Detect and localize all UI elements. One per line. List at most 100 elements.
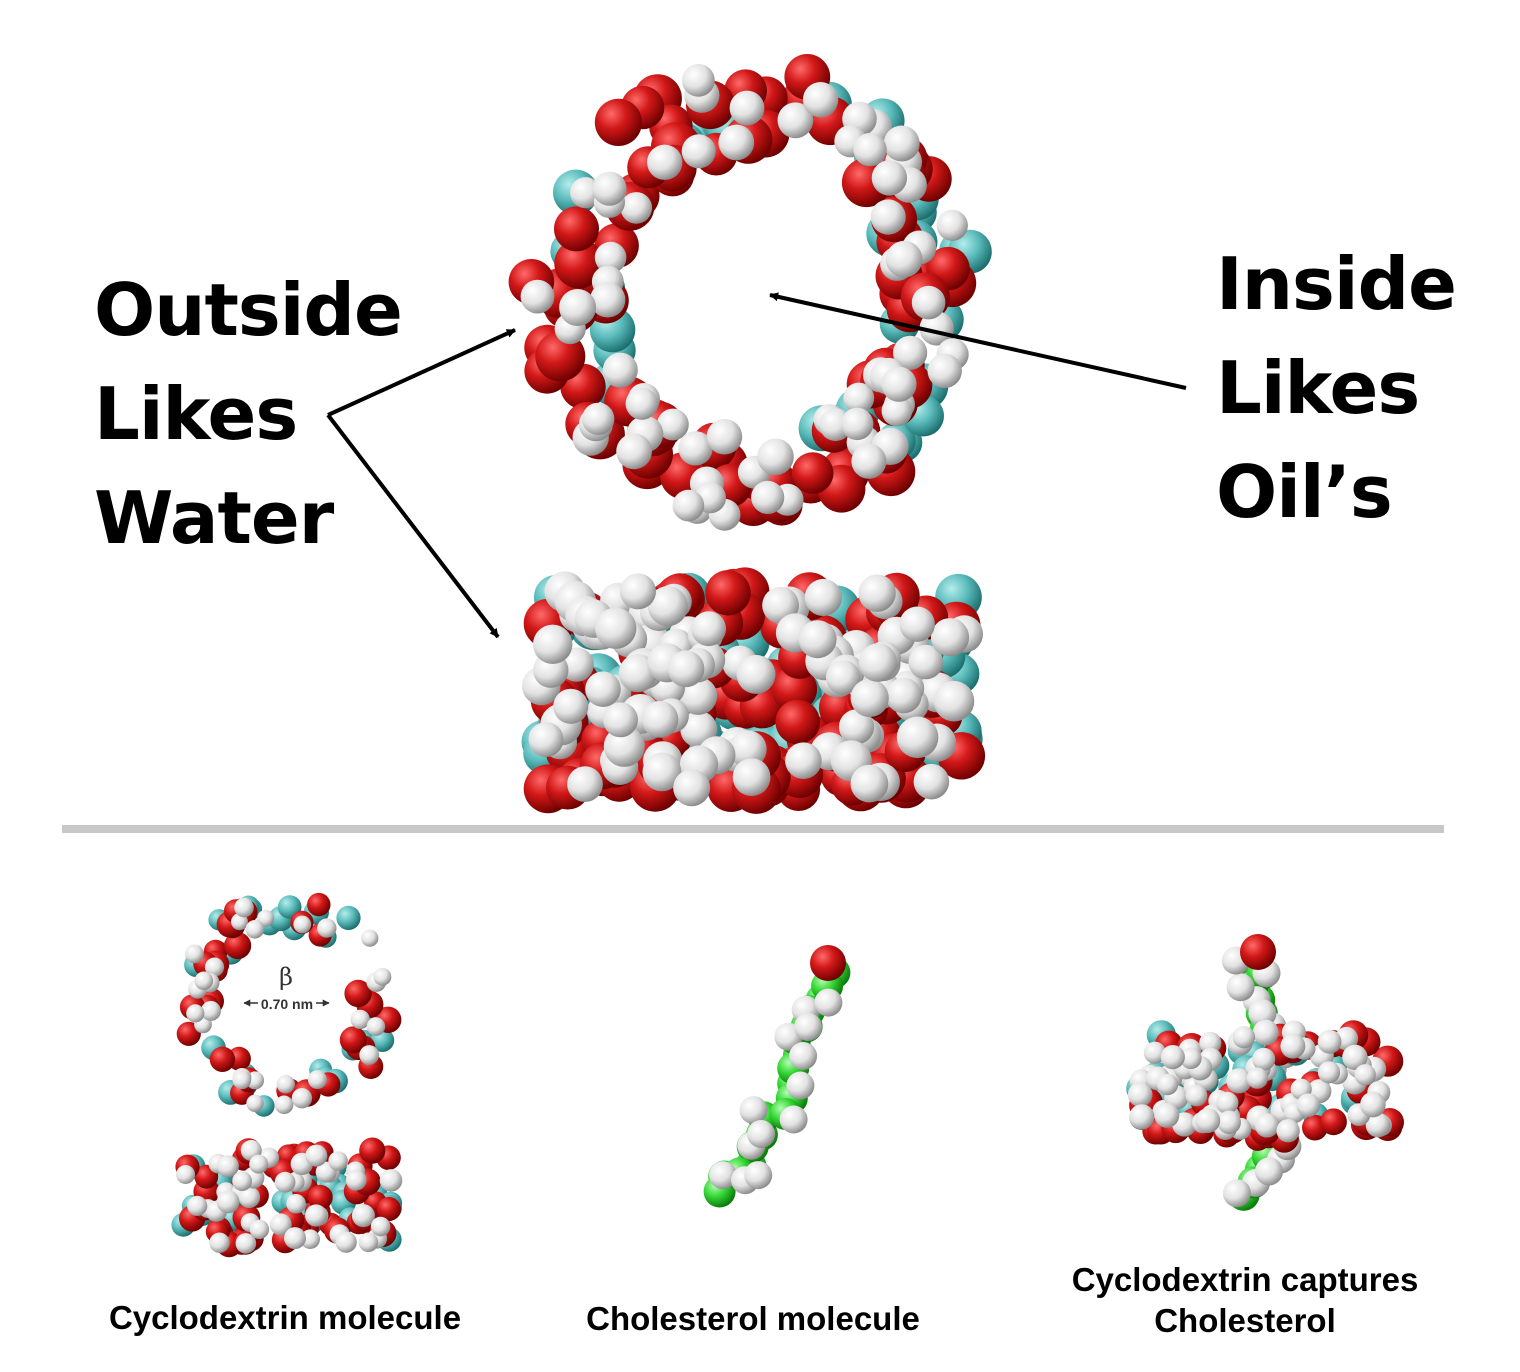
hydrogen-atom bbox=[732, 758, 771, 796]
hydrogen-atom bbox=[1180, 1047, 1202, 1070]
cholesterol-model bbox=[703, 945, 851, 1208]
hydrogen-atom bbox=[1342, 1044, 1368, 1071]
hydrogen-atom bbox=[1216, 1091, 1239, 1115]
hydrogen-atom bbox=[366, 1017, 386, 1036]
small-cyclodextrin-ring bbox=[176, 892, 402, 1117]
oxygen-atom bbox=[1320, 1108, 1347, 1136]
hydrogen-atom bbox=[291, 1088, 313, 1109]
hydrogen-atom bbox=[293, 915, 312, 934]
hydrogen-atom bbox=[883, 125, 920, 162]
hydrogen-atom bbox=[657, 408, 689, 441]
hydrogen-atom bbox=[885, 240, 923, 278]
hydrogen-atom bbox=[209, 1232, 230, 1253]
hydrogen-atom bbox=[1222, 1179, 1251, 1208]
hydrogen-atom bbox=[1360, 1091, 1386, 1118]
hydrogen-atom bbox=[853, 132, 887, 167]
hydrogen-atom bbox=[249, 1219, 270, 1240]
hydrogen-atom bbox=[709, 1161, 737, 1190]
hydrogen-atom bbox=[373, 967, 392, 986]
hydrogen-atom bbox=[936, 209, 968, 241]
hydrogen-atom bbox=[246, 1094, 264, 1113]
hydrogen-atom bbox=[176, 1165, 196, 1184]
hydrogen-atom bbox=[351, 1204, 375, 1228]
hydrogen-atom bbox=[567, 766, 603, 802]
hydrogen-atom bbox=[777, 102, 814, 139]
hydrogen-atom bbox=[1280, 1033, 1306, 1059]
hydrogen-atom bbox=[232, 1070, 252, 1090]
hydrogen-atom bbox=[305, 1144, 328, 1167]
inclusion-complex-model bbox=[1126, 934, 1405, 1211]
hydrogen-atom bbox=[798, 620, 837, 659]
caption-text: Cholesterol bbox=[1154, 1302, 1336, 1339]
hydrogen-atom bbox=[1365, 1112, 1391, 1138]
inside-label-line: Oil’s bbox=[1216, 450, 1393, 534]
hydrogen-atom bbox=[317, 918, 337, 938]
hydrogen-atom bbox=[1252, 1047, 1276, 1071]
hydrogen-atom bbox=[729, 730, 767, 768]
hydrogen-atom bbox=[590, 282, 626, 318]
arrow-to-ring bbox=[327, 328, 516, 417]
hydrogen-atom bbox=[870, 199, 906, 235]
hydrogen-atom bbox=[216, 1155, 239, 1178]
hydrogen-atom bbox=[1160, 1045, 1185, 1070]
hydrogen-atom bbox=[335, 1231, 357, 1253]
beta-symbol: β bbox=[279, 963, 293, 991]
hydrogen-atom bbox=[345, 1169, 367, 1191]
oxygen-atom bbox=[224, 932, 252, 960]
hydrogen-atom bbox=[672, 489, 705, 522]
hydrogen-atom bbox=[899, 606, 935, 642]
outside-arrows bbox=[326, 328, 516, 639]
hydrogen-atom bbox=[1232, 1026, 1256, 1049]
hydrogen-atom bbox=[187, 1195, 208, 1216]
hydrogen-atom bbox=[1143, 1041, 1166, 1064]
hydrogen-atom bbox=[838, 709, 875, 745]
hydrogen-atom bbox=[825, 660, 861, 695]
hydrogen-atom bbox=[361, 929, 379, 947]
hydrogen-atom bbox=[305, 1204, 328, 1227]
cyclodextrin-caption: Cyclodextrin molecule bbox=[60, 1297, 510, 1338]
hydrogen-atom bbox=[885, 677, 922, 714]
hydrogen-atom bbox=[520, 279, 555, 314]
hydrogen-atom bbox=[232, 1171, 253, 1191]
outside-likes-water-label: Outside Likes Water bbox=[94, 258, 403, 570]
hydrogen-atom bbox=[200, 1000, 221, 1021]
hydrogen-atom bbox=[729, 90, 765, 126]
hydrogen-atom bbox=[858, 643, 898, 682]
hydrogen-atom bbox=[358, 1232, 379, 1253]
hydrogen-atom bbox=[1252, 1019, 1279, 1046]
hydrogen-atom bbox=[559, 289, 597, 326]
caption-text: Cyclodextrin captures bbox=[1071, 1261, 1419, 1298]
hydrogen-atom bbox=[641, 700, 679, 738]
section-divider bbox=[62, 825, 1444, 833]
arrow-to-cavity bbox=[769, 292, 1187, 390]
hydrogen-atom bbox=[858, 574, 896, 612]
hydrogen-atom bbox=[185, 944, 204, 964]
hydrogen-atom bbox=[274, 1171, 296, 1193]
hydrogen-atom bbox=[257, 909, 275, 927]
hydrogen-atom bbox=[582, 402, 615, 436]
hydrogen-atom bbox=[533, 624, 573, 664]
hydrogen-atom bbox=[379, 1169, 403, 1192]
hydrogen-atom bbox=[913, 763, 950, 800]
hydrogen-atom bbox=[908, 644, 944, 680]
hydrogen-atom bbox=[881, 395, 913, 427]
hydrogen-atom bbox=[269, 1213, 292, 1236]
hydrogen-atom bbox=[1317, 1061, 1341, 1084]
hydrogen-atom bbox=[786, 1071, 815, 1100]
oxygen-atom bbox=[775, 699, 820, 745]
hydrogen-atom bbox=[802, 82, 839, 118]
hydrogen-atom bbox=[933, 680, 975, 722]
hydrogen-atom bbox=[249, 1154, 269, 1174]
complex-caption: Cyclodextrin captures Cholesterol bbox=[1020, 1259, 1470, 1341]
hydrogen-atom bbox=[785, 742, 822, 779]
oxygen-atom bbox=[344, 979, 372, 1008]
hydrogen-atom bbox=[276, 1075, 295, 1094]
hydrogen-atom bbox=[585, 671, 621, 707]
hydrogen-atom bbox=[841, 407, 874, 441]
oxygen-atom bbox=[359, 1137, 386, 1164]
hydrogen-atom bbox=[881, 366, 917, 402]
outside-label-line: Outside bbox=[94, 268, 403, 352]
hydrogen-atom bbox=[370, 1216, 391, 1237]
hydrogen-atom bbox=[328, 1151, 348, 1171]
oxygen-atom bbox=[705, 570, 751, 616]
